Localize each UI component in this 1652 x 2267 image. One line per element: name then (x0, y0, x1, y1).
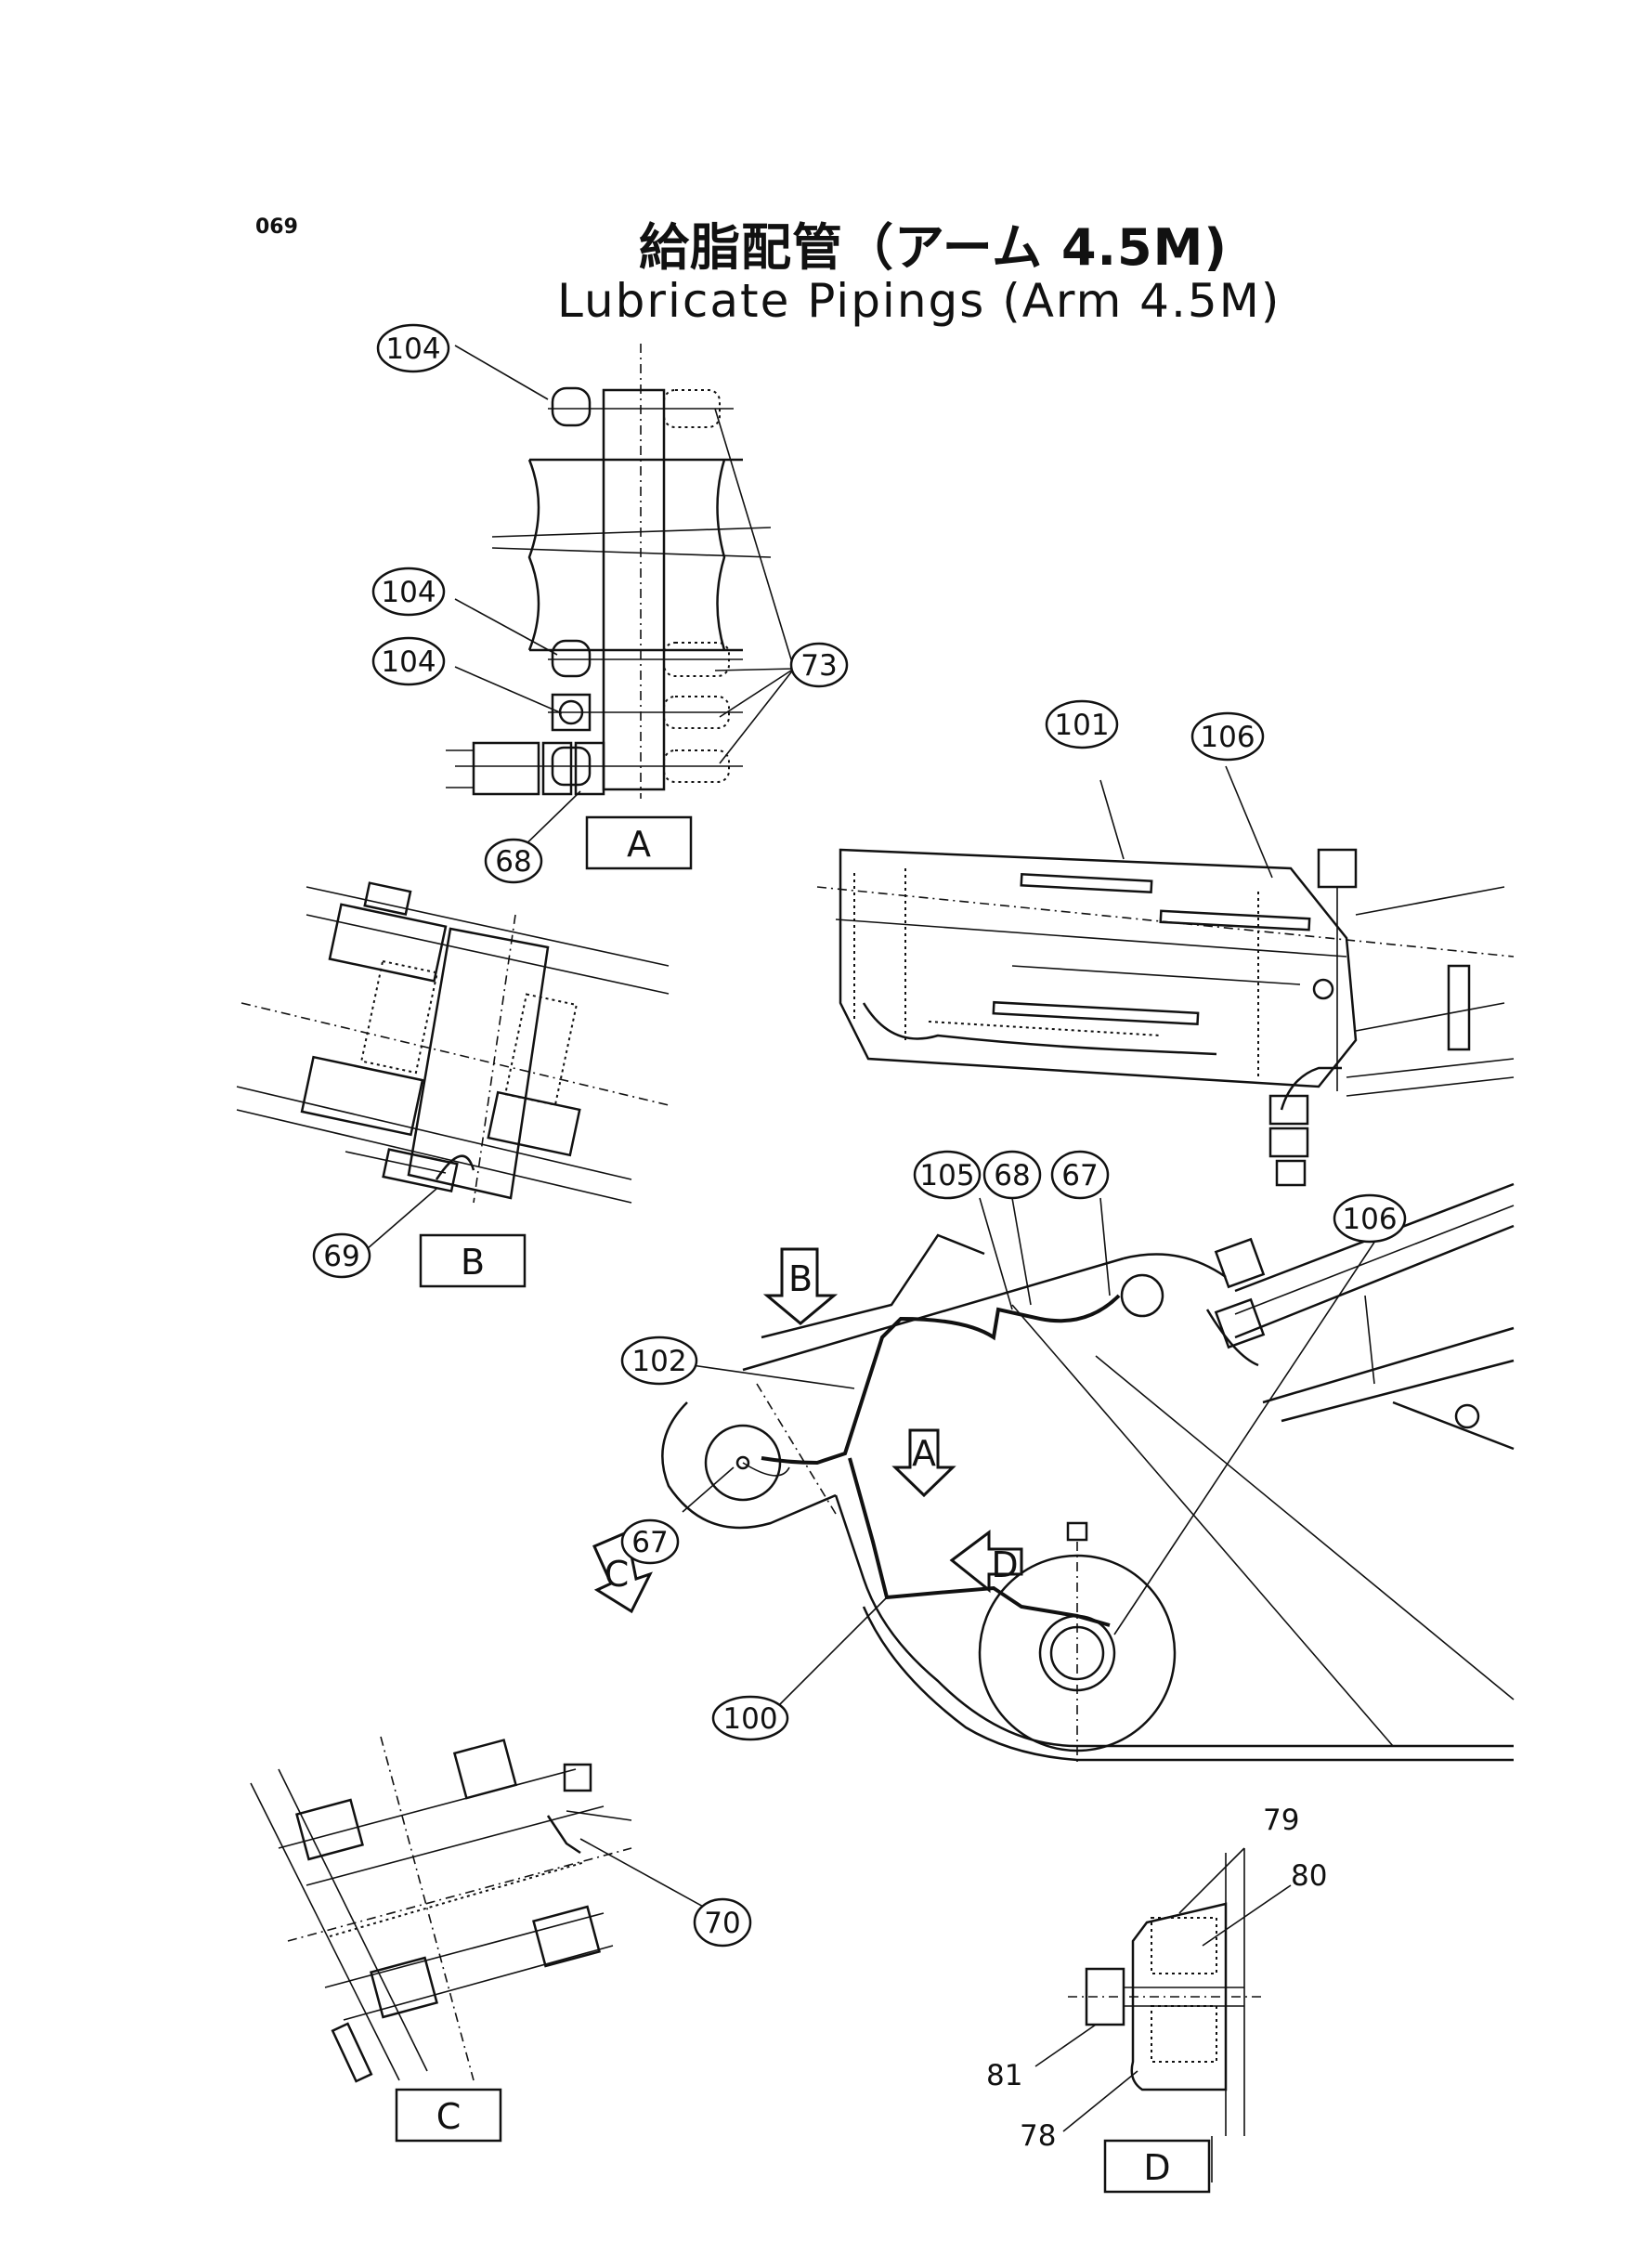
callout-101: 101 (1045, 699, 1119, 749)
title-japanese: 給脂配管（アーム 4.5M) (639, 218, 1229, 277)
view-arrow-a-letter: A (912, 1433, 936, 1474)
svg-text:101: 101 (1054, 709, 1109, 742)
callout-73: 73 (789, 642, 849, 688)
callout-104-b: 104 (371, 567, 446, 617)
svg-text:68: 68 (495, 845, 531, 879)
svg-text:100: 100 (722, 1702, 777, 1736)
svg-text:104: 104 (381, 576, 436, 609)
callout-67-b: 67 (620, 1518, 680, 1565)
svg-text:102: 102 (631, 1345, 686, 1378)
svg-text:68: 68 (994, 1159, 1030, 1192)
title-english: Lubricate Pipings (Arm 4.5M) (557, 274, 1281, 328)
callout-106-b: 106 (1333, 1193, 1407, 1244)
view-arrow-b-letter: B (788, 1258, 813, 1299)
svg-text:A: A (627, 824, 651, 865)
view-label-b: B (419, 1233, 527, 1288)
page-number: 069 (255, 215, 298, 239)
label-81: 81 (986, 2059, 1022, 2092)
view-label-d: D (1103, 2139, 1211, 2194)
callout-104-c: 104 (371, 636, 446, 686)
label-78: 78 (1020, 2119, 1056, 2153)
view-label-a: A (585, 815, 693, 870)
svg-text:106: 106 (1200, 721, 1255, 754)
svg-text:69: 69 (323, 1240, 359, 1273)
svg-text:67: 67 (1061, 1159, 1098, 1192)
svg-text:B: B (461, 1242, 485, 1283)
label-79: 79 (1263, 1804, 1299, 1837)
main-arm-drawing (592, 1182, 1515, 1765)
callout-69: 69 (312, 1232, 371, 1279)
svg-text:105: 105 (919, 1159, 974, 1192)
view-label-c: C (395, 2088, 502, 2143)
svg-text:104: 104 (385, 332, 440, 366)
svg-text:106: 106 (1342, 1203, 1397, 1236)
svg-text:C: C (436, 2096, 462, 2137)
view-b-drawing (236, 881, 670, 1250)
svg-text:104: 104 (381, 645, 436, 679)
label-80: 80 (1291, 1859, 1327, 1893)
view-c-drawing (250, 1736, 716, 2083)
svg-text:73: 73 (800, 649, 837, 683)
view-d-drawing (1034, 1847, 1292, 2182)
callout-67-a: 67 (1050, 1150, 1110, 1200)
callout-70: 70 (693, 1897, 752, 1948)
svg-text:67: 67 (631, 1526, 668, 1559)
callout-106-a: 106 (1190, 711, 1265, 762)
callout-68-a: 68 (484, 838, 543, 884)
svg-text:70: 70 (704, 1907, 740, 1940)
callout-68-b: 68 (982, 1150, 1042, 1200)
view-arrow-c-letter: C (605, 1554, 630, 1595)
callout-105: 105 (913, 1150, 982, 1200)
arm-detail-drawing (816, 765, 1515, 1187)
view-a-drawing (446, 344, 795, 855)
callout-102: 102 (620, 1335, 698, 1386)
callout-100: 100 (711, 1695, 789, 1741)
callout-104-a: 104 (376, 323, 450, 373)
svg-text:D: D (1143, 2147, 1170, 2188)
view-arrow-d-letter: D (991, 1544, 1018, 1585)
